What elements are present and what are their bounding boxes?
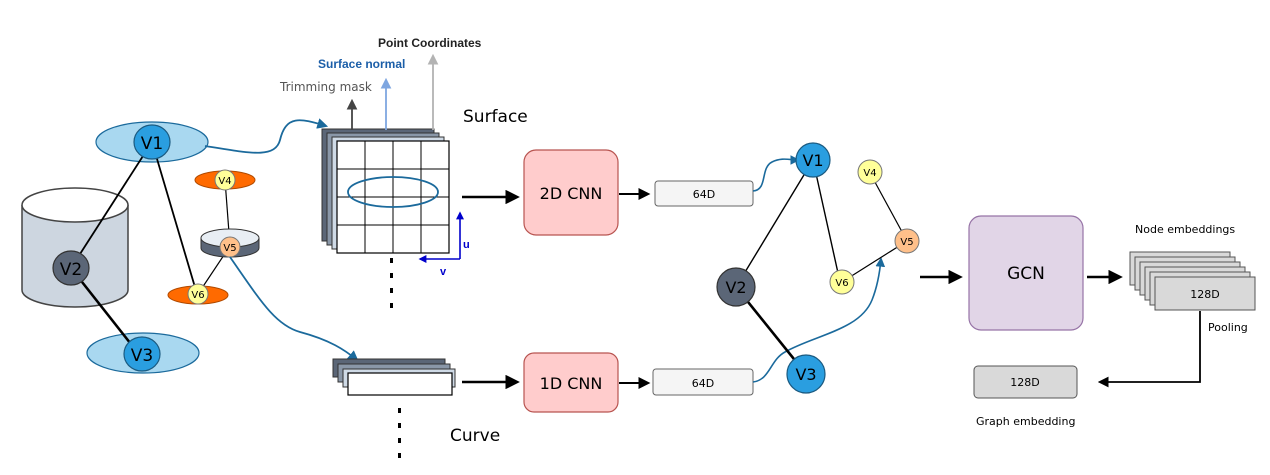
curve-label: Curve	[450, 426, 500, 446]
graph-node-v2-label: V2	[725, 278, 746, 297]
surface-normal-label: Surface normal	[318, 57, 405, 71]
graph-embedding-128d-label: 128D	[1010, 376, 1039, 389]
u-axis-label: u	[463, 239, 470, 251]
surface-uv-grid	[321, 128, 450, 254]
graph-node-v4: V4	[857, 159, 883, 185]
cnn-1d-label: 1D CNN	[540, 374, 603, 393]
vector-64d-curve-label: 64D	[692, 377, 714, 390]
v-axis-label: v	[440, 266, 447, 278]
node-embeddings-stack: 128D	[1129, 251, 1256, 311]
surface-label: Surface	[463, 107, 528, 127]
trim-boundary-ellipse	[347, 176, 439, 208]
graph-node-v3-label: V3	[795, 365, 816, 384]
gcn-box: GCN	[968, 215, 1084, 331]
graph-node-v6: V6	[829, 269, 855, 295]
vector-64d-surface: 64D	[654, 180, 754, 207]
connector-64d-to-graph-v1	[752, 155, 800, 192]
node-v1-left-label: V1	[141, 134, 163, 154]
gcn-label: GCN	[1007, 264, 1045, 284]
connector-edge-to-curve	[229, 256, 359, 362]
point-coordinates-label: Point Coordinates	[378, 36, 482, 50]
graph-node-v5: V5	[894, 228, 920, 254]
edge-v2-v3	[69, 267, 140, 354]
pooling-arrow	[1097, 311, 1201, 388]
connector-64d-to-graph-edge	[752, 257, 886, 383]
curve-ellipsis-dots	[398, 408, 401, 458]
cylinder-shape	[21, 187, 129, 308]
cnn-2d-box: 2D CNN	[523, 149, 619, 236]
node-v6-small: V6	[167, 283, 229, 305]
node-v2-left: V2	[52, 250, 90, 286]
node-embeddings-label: Node embeddings	[1135, 223, 1235, 236]
node-v2-left-label: V2	[60, 260, 82, 280]
node-v3-left-label: V3	[131, 346, 153, 366]
curve-u-grid	[332, 358, 456, 396]
vector-64d-surface-label: 64D	[693, 188, 715, 201]
graph-node-v3: V3	[786, 354, 826, 394]
edge-v1-v2	[70, 141, 153, 269]
node-v3-left: V3	[123, 336, 161, 372]
graph-node-v4-label: V4	[863, 168, 876, 179]
vector-64d-curve: 64D	[652, 368, 754, 396]
trimming-mask-label: Trimming mask	[279, 80, 372, 94]
node-v1-left: V1	[133, 124, 171, 160]
graph-node-v1: V1	[795, 142, 831, 178]
graph-node-v6-label: V6	[835, 278, 848, 289]
graph-embedding-vector: 128D	[973, 365, 1078, 399]
node-embedding-128d-label: 128D	[1190, 288, 1219, 301]
graph-node-v1-label: V1	[802, 151, 823, 170]
surface-ellipsis-dots	[390, 258, 393, 308]
node-v4-small: V4	[194, 169, 256, 191]
connector-face-to-surface	[204, 118, 329, 154]
node-v5-small-label: V5	[223, 243, 236, 254]
node-v5-small: V5	[200, 228, 260, 258]
graph-node-v5-label: V5	[900, 237, 913, 248]
pooling-label: Pooling	[1208, 321, 1248, 334]
graph-embedding-label: Graph embedding	[976, 415, 1075, 428]
face-adjacency-graph: V1 V2 V3 V4 V5 V6	[716, 142, 920, 394]
graph-node-v2: V2	[716, 267, 756, 307]
cnn-2d-label: 2D CNN	[540, 184, 603, 203]
node-v4-small-label: V4	[218, 176, 231, 187]
brep-model: V1 V2 V3 V4 V5 V6	[21, 121, 260, 374]
cnn-1d-box: 1D CNN	[523, 352, 619, 413]
edge-v1-v6	[151, 141, 198, 295]
node-v6-small-label: V6	[191, 290, 204, 301]
